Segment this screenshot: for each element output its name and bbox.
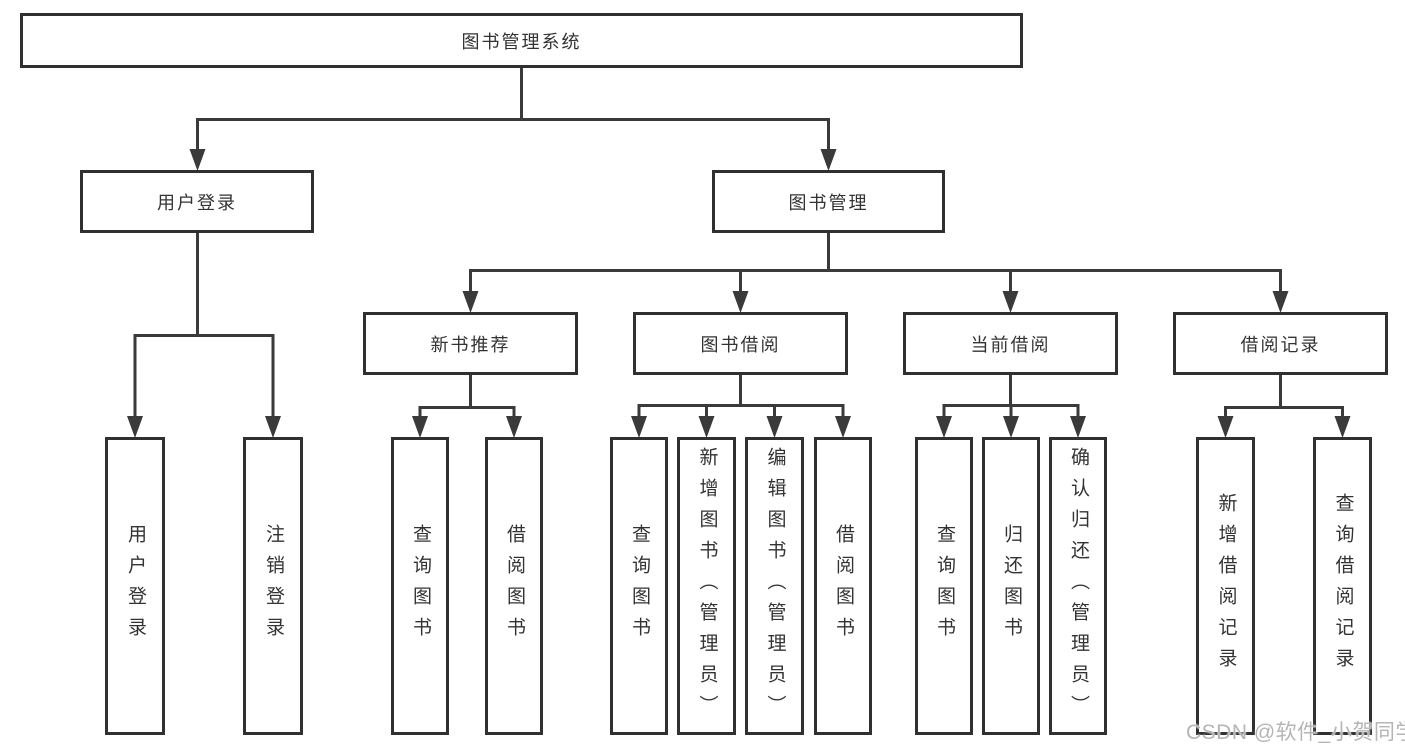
node-label: 新增图书（管理员） (696, 446, 718, 726)
node-label: 图书管理系统 (461, 31, 582, 52)
node-label: 查询图书 (628, 524, 650, 648)
node-label: 用户登录 (124, 524, 146, 648)
node-label: 新书推荐 (430, 334, 511, 355)
leaf-edit-books-admin: 编辑图书（管理员） (745, 437, 804, 735)
arrowhead-icon (1272, 291, 1289, 313)
node-label: 归还图书 (1000, 524, 1022, 648)
arrowhead-icon (462, 291, 479, 313)
node-label: 借阅图书 (832, 524, 854, 648)
leaf-query-borrow-record: 查询借阅记录 (1313, 437, 1372, 735)
node-book-management: 图书管理 (712, 170, 945, 233)
leaf-query-books-borrowing: 查询图书 (610, 437, 668, 735)
arrowhead-icon (127, 416, 143, 438)
node-borrowing-records: 借阅记录 (1173, 312, 1388, 375)
arrowhead-icon (1003, 416, 1019, 438)
node-label: 确认归还（管理员） (1067, 446, 1089, 726)
arrowhead-icon (506, 416, 522, 438)
arrowhead-icon (1070, 416, 1086, 438)
arrowhead-icon (698, 416, 715, 438)
csdn-watermark: CSDN @软件_小贺同学 (1186, 721, 1405, 744)
leaf-logout: 注销登录 (243, 437, 303, 735)
leaf-add-borrow-record: 新增借阅记录 (1196, 437, 1255, 735)
node-label: 图书管理 (788, 192, 869, 213)
node-label: 当前借阅 (970, 334, 1051, 355)
node-book-borrowing: 图书借阅 (633, 312, 848, 375)
arrowhead-icon (820, 149, 837, 171)
arrowhead-icon (631, 416, 647, 438)
node-label: 借阅图书 (503, 524, 525, 648)
arrowhead-icon (1217, 416, 1234, 438)
node-label: 查询图书 (933, 524, 955, 648)
arrowhead-icon (1002, 291, 1019, 313)
node-library-management-system: 图书管理系统 (20, 13, 1023, 68)
node-label: 新增借阅记录 (1215, 493, 1237, 679)
node-label: 图书借阅 (700, 334, 781, 355)
leaf-confirm-return-admin: 确认归还（管理员） (1049, 437, 1107, 735)
leaf-borrow-books-recommend: 借阅图书 (485, 437, 543, 735)
node-user-login: 用户登录 (80, 170, 314, 233)
arrowhead-icon (412, 416, 428, 438)
arrowhead-icon (732, 291, 749, 313)
leaf-return-books: 归还图书 (982, 437, 1040, 735)
arrowhead-icon (265, 416, 281, 438)
node-label: 注销登录 (262, 524, 284, 648)
node-new-book-recommendation: 新书推荐 (363, 312, 578, 375)
arrowhead-icon (936, 416, 952, 438)
leaf-borrow-books: 借阅图书 (814, 437, 872, 735)
node-label: 查询图书 (409, 524, 431, 648)
leaf-user-login: 用户登录 (105, 437, 165, 735)
node-label: 借阅记录 (1240, 334, 1321, 355)
leaf-query-books-current: 查询图书 (915, 437, 973, 735)
leaf-add-books-admin: 新增图书（管理员） (677, 437, 736, 735)
leaf-query-books-recommend: 查询图书 (391, 437, 449, 735)
node-label: 编辑图书（管理员） (764, 446, 786, 726)
node-label: 用户登录 (157, 192, 237, 213)
node-label: 查询借阅记录 (1332, 493, 1354, 679)
arrowhead-icon (766, 416, 783, 438)
node-current-borrowing: 当前借阅 (903, 312, 1118, 375)
arrowhead-icon (189, 149, 206, 171)
arrowhead-icon (1334, 416, 1351, 438)
arrowhead-icon (835, 416, 851, 438)
